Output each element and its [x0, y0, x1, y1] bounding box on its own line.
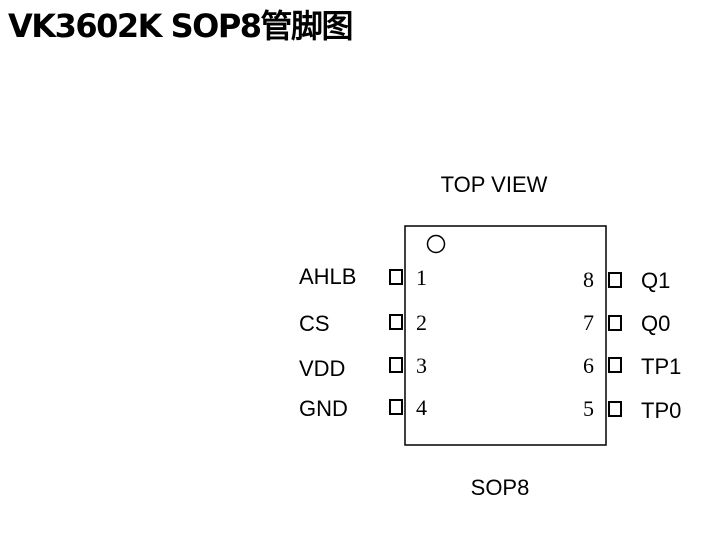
pin-name: GND [299, 396, 348, 421]
chip-body [404, 225, 607, 446]
pin-pad [389, 269, 403, 285]
right-pin-8: 8 Q1 [583, 267, 670, 293]
left-pin-3: 3 VDD [299, 353, 427, 381]
pin-name: TP0 [641, 398, 681, 423]
pin-name: AHLB [299, 264, 356, 289]
pin-name: TP1 [641, 354, 681, 379]
pin-name: Q0 [641, 311, 670, 336]
right-pin-6: 6 TP1 [583, 353, 681, 379]
pin-number: 3 [416, 353, 427, 378]
pin-pad [389, 399, 403, 415]
left-pin-2: 2 CS [299, 310, 427, 336]
pin-number: 2 [416, 310, 427, 335]
pin-number: 8 [583, 267, 594, 292]
pin1-indicator-dot [426, 234, 446, 254]
page-title: VK3602K SOP8管脚图 [8, 7, 354, 45]
left-pin-4: 4 GND [299, 395, 427, 421]
pin-pad [389, 357, 403, 373]
pin-pad [608, 315, 622, 331]
pin-number: 7 [583, 310, 594, 335]
right-pin-5: 5 TP0 [583, 396, 681, 423]
pin-number: 5 [583, 396, 594, 421]
pin-pad [608, 357, 622, 373]
package-label: SOP8 [471, 475, 530, 500]
pin-number: 1 [416, 265, 427, 290]
pin-pad [608, 401, 622, 417]
pin-name: VDD [299, 356, 345, 381]
right-pin-7: 7 Q0 [583, 310, 670, 336]
pin-number: 4 [416, 395, 427, 420]
pin-number: 6 [583, 353, 594, 378]
pin-name: Q1 [641, 268, 670, 293]
pin-pad [608, 272, 622, 288]
left-pin-1: 1 AHLB [299, 264, 427, 290]
pin-name: CS [299, 311, 330, 336]
pin-pad [389, 314, 403, 330]
top-view-label: TOP VIEW [441, 172, 548, 197]
